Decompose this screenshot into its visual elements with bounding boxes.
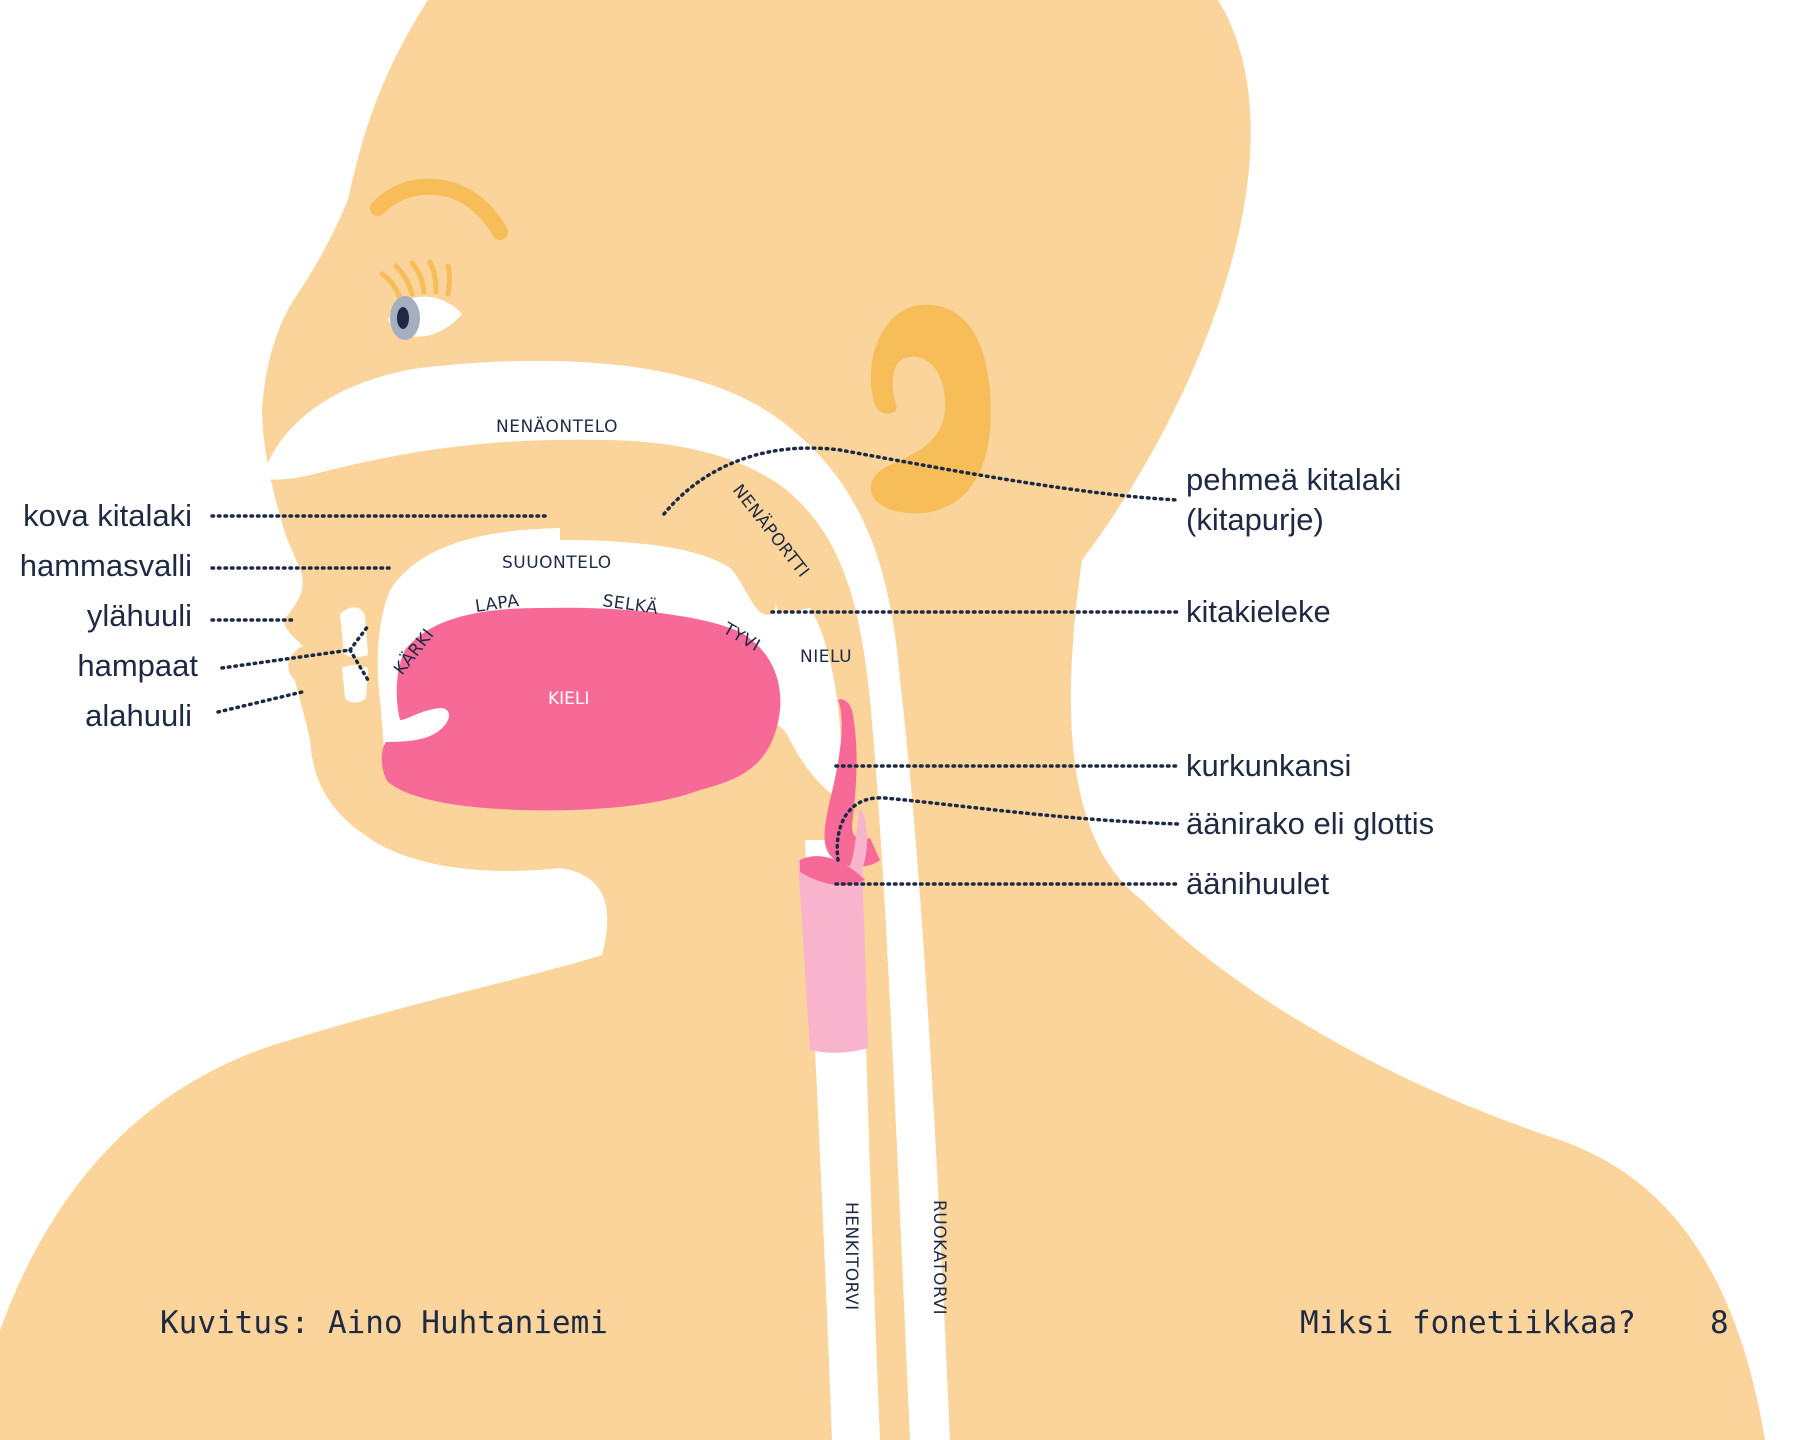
label-kova-kitalaki: kova kitalaki bbox=[23, 498, 192, 533]
label-kitakieleke: kitakieleke bbox=[1186, 594, 1331, 629]
label-nielu: NIELU bbox=[800, 647, 852, 667]
label-aanirako: äänirako eli glottis bbox=[1186, 806, 1434, 841]
label-kurkunkansi: kurkunkansi bbox=[1186, 748, 1351, 783]
label-hampaat: hampaat bbox=[77, 648, 198, 683]
footer-credit: Kuvitus: Aino Huhtaniemi bbox=[160, 1305, 608, 1341]
eye-pupil bbox=[397, 307, 409, 329]
lower-teeth bbox=[342, 665, 368, 703]
footer-title: Miksi fonetiikkaa? bbox=[1300, 1305, 1636, 1341]
label-kieli: KIELI bbox=[548, 689, 589, 709]
trachea-pink bbox=[798, 858, 868, 1053]
leader-alahuuli bbox=[218, 692, 302, 712]
label-pehmea-kitalaki: pehmeä kitalaki bbox=[1186, 462, 1401, 497]
label-henkitorvi: HENKITORVI bbox=[841, 1202, 861, 1311]
label-nenaontelo: NENÄONTELO bbox=[496, 416, 618, 437]
label-alahuuli: alahuuli bbox=[85, 698, 192, 733]
label-ruokatorvi: RUOKATORVI bbox=[929, 1200, 949, 1315]
footer-page-number: 8 bbox=[1710, 1305, 1729, 1341]
label-aanihuulet: äänihuulet bbox=[1186, 866, 1329, 901]
label-kitapurje: (kitapurje) bbox=[1186, 502, 1324, 537]
label-hammasvalli: hammasvalli bbox=[20, 548, 192, 583]
label-ylahuuli: ylähuuli bbox=[87, 598, 192, 633]
label-suuontelo: SUUONTELO bbox=[502, 553, 612, 573]
